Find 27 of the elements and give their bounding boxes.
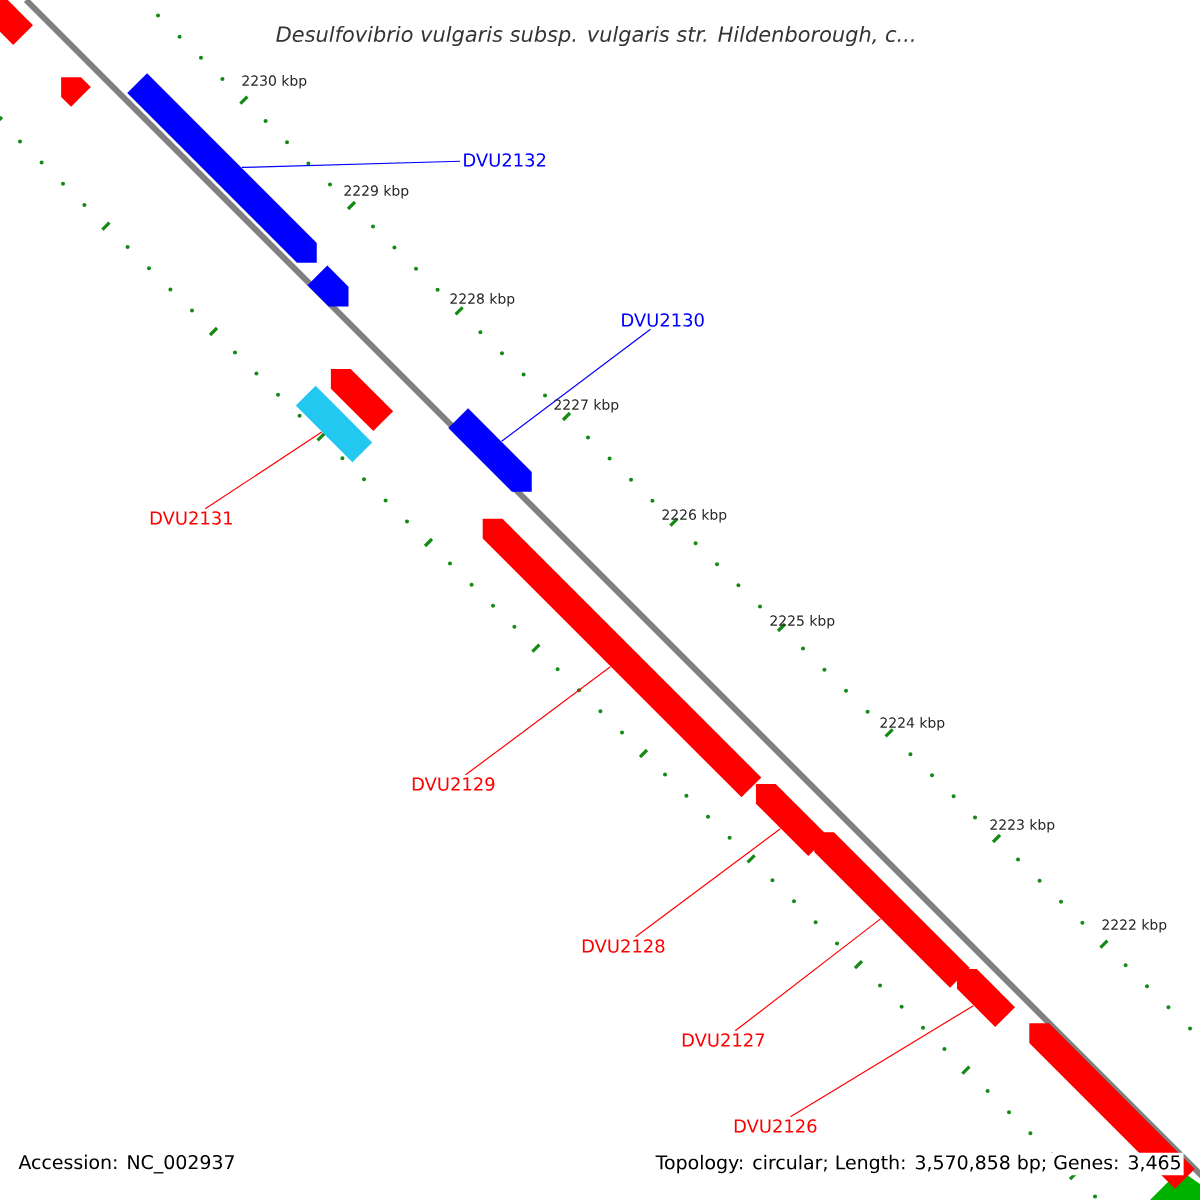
gene-label: DVU2130 xyxy=(622,313,704,327)
leader-line xyxy=(241,160,461,169)
gene-label: DVU2129 xyxy=(412,777,495,791)
leader-line xyxy=(501,328,652,442)
gene-feature xyxy=(307,265,349,307)
leader-line xyxy=(734,918,882,1032)
gene-feature xyxy=(295,385,373,463)
gene-label: DVU2126 xyxy=(734,1119,817,1133)
summary-text: Topology: circular; Length: 3,570,858 bp; Genes: 3,465 xyxy=(653,1152,1184,1176)
leader-line xyxy=(635,828,781,938)
gene-feature xyxy=(814,832,970,988)
gene-feature xyxy=(755,783,829,857)
gene-feature xyxy=(448,408,532,492)
gene-label: DVU2128 xyxy=(582,939,665,953)
gene-feature xyxy=(957,969,1015,1027)
leader-line xyxy=(465,666,611,776)
leader-line xyxy=(789,1005,974,1118)
gene-feature xyxy=(330,368,394,432)
gene-feature xyxy=(61,77,91,107)
leader-line xyxy=(204,431,323,510)
gene-label: DVU2132 xyxy=(464,153,546,167)
gene-feature xyxy=(0,0,33,45)
gene-label: DVU2131 xyxy=(150,511,232,525)
gene-feature xyxy=(127,73,317,263)
gene-label: DVU2127 xyxy=(682,1033,765,1047)
accession-text: Accession: NC_002937 xyxy=(18,1154,234,1174)
title: Desulfovibrio vulgaris subsp. vulgaris str. Hildenborough, c... xyxy=(273,23,919,49)
